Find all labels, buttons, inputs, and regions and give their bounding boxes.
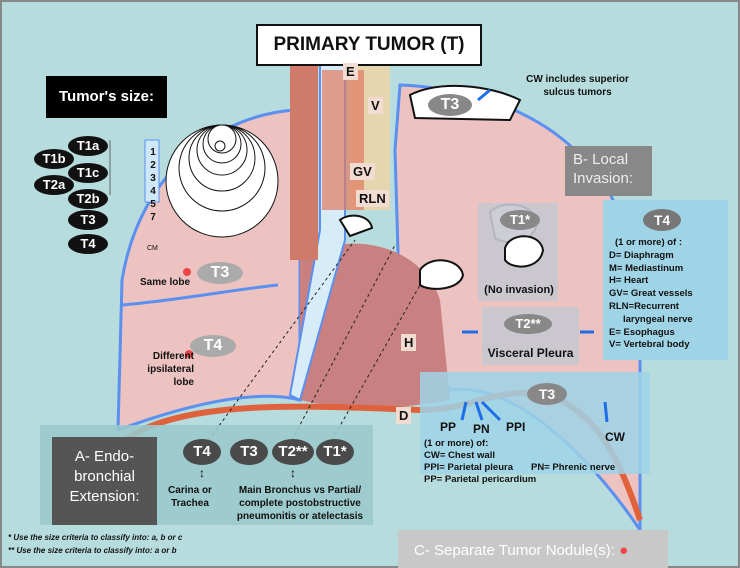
label-vertebra: V <box>368 97 383 114</box>
t3-item: PP= Parietal pericardium <box>424 474 537 485</box>
label-cw: CW <box>605 430 625 444</box>
label-esophagus: E <box>343 63 358 80</box>
t4-item: laryngeal nerve <box>623 313 693 325</box>
t4-item: E= Esophagus <box>609 326 675 338</box>
ruler-tick: 5 <box>150 199 156 210</box>
label-pn: PN <box>473 422 490 436</box>
red-dot-icon: ● <box>619 542 629 559</box>
arrow-icon: ↕ <box>290 466 296 480</box>
cw-note: CW includes superior sulcus tumors <box>526 74 629 98</box>
t4-item: H= Heart <box>609 275 649 287</box>
ruler-tick: 3 <box>150 173 156 184</box>
tumor-size-heading: Tumor's size: <box>46 76 167 118</box>
same-lobe-label: Same lobe <box>140 277 191 288</box>
endo-stage-t1: T1* <box>316 439 354 465</box>
stage-t1b: T1b <box>34 149 74 169</box>
label-rln: RLN <box>356 190 389 207</box>
label-great-vessels: GV <box>350 163 375 180</box>
endo-stage-t2: T2** <box>272 439 314 465</box>
t3-stage: T3 <box>527 383 567 405</box>
t4-item: M= Mediastinum <box>609 262 684 274</box>
t4-intro: (1 or more) of : <box>615 237 683 248</box>
t3-list: (1 or more) of: CW= Chest wall PPI= Pari… <box>424 438 615 486</box>
t4-item: D= Diaphragm <box>609 249 674 261</box>
label-heart: H <box>401 334 417 351</box>
endobronchial-heading: A- Endo-bronchial Extension: <box>52 437 157 525</box>
t4-item: V= Vertebral body <box>609 339 690 351</box>
t1-stage: T1* <box>500 210 540 230</box>
t4-stage: T4 <box>643 209 681 231</box>
ruler <box>144 139 160 203</box>
endo-t2-label: Main Bronchus vs Partial/ complete posto… <box>236 485 364 522</box>
different-lobe-label: Different ipsilateral lobe <box>147 351 194 388</box>
stage-t3: T3 <box>68 210 108 230</box>
ruler-tick: 2 <box>150 160 156 171</box>
ruler-unit: CM <box>147 245 158 252</box>
arrow-icon: ↕ <box>199 466 205 480</box>
stage-t1c: T1c <box>68 163 108 183</box>
esophagus <box>290 60 318 260</box>
label-pp: PP <box>440 420 457 434</box>
endo-stage-t3: T3 <box>230 439 268 465</box>
footnote-2: ** Use the size criteria to classify int… <box>8 546 177 555</box>
heart <box>300 243 450 408</box>
same-lobe-stage: T3 <box>197 262 243 284</box>
footnote-1: * Use the size criteria to classify into… <box>8 533 183 542</box>
t3-item: CW= Chest wall <box>424 450 495 461</box>
different-lobe-stage: T4 <box>190 335 236 357</box>
label-diaphragm: D <box>396 407 412 424</box>
local-invasion-heading: B- Local Invasion: <box>565 146 652 196</box>
stage-t2b: T2b <box>68 189 108 209</box>
size-circles <box>165 124 279 238</box>
t3-intro: (1 or more) of: <box>424 438 489 449</box>
t3-item: PPI= Parietal pleura <box>424 462 513 473</box>
t3-item: PN= Phrenic nerve <box>530 462 616 473</box>
t4-item: GV= Great vessels <box>609 288 693 300</box>
t2-stage: T2** <box>504 314 552 334</box>
ruler-tick: 1 <box>150 147 156 158</box>
ruler-tick: 7 <box>150 212 156 223</box>
ruler-tick: 4 <box>150 186 156 197</box>
t4-list: (1 or more) of : D= Diaphragm M= Mediast… <box>609 237 693 352</box>
stage-t2a: T2a <box>34 175 74 195</box>
stage-t4: T4 <box>68 234 108 254</box>
title-box: PRIMARY TUMOR (T) <box>256 24 482 66</box>
ruler-ticks: 1 2 3 4 5 7 <box>148 146 158 224</box>
endo-t4-label: Carina or Trachea <box>168 485 212 509</box>
t1-label: (No invasion) <box>484 284 554 296</box>
t2-label: Visceral Pleura <box>487 346 574 360</box>
stage-t1a: T1a <box>68 136 108 156</box>
apex-stage: T3 <box>428 94 472 116</box>
separate-nodule-heading: C- Separate Tumor Nodule(s): ● <box>398 530 668 568</box>
t4-item: RLN=Recurrent <box>609 300 679 312</box>
label-ppi: PPI <box>506 420 526 434</box>
endo-stage-t4: T4 <box>183 439 221 465</box>
separate-nodule-text: C- Separate Tumor Nodule(s): <box>414 542 615 559</box>
